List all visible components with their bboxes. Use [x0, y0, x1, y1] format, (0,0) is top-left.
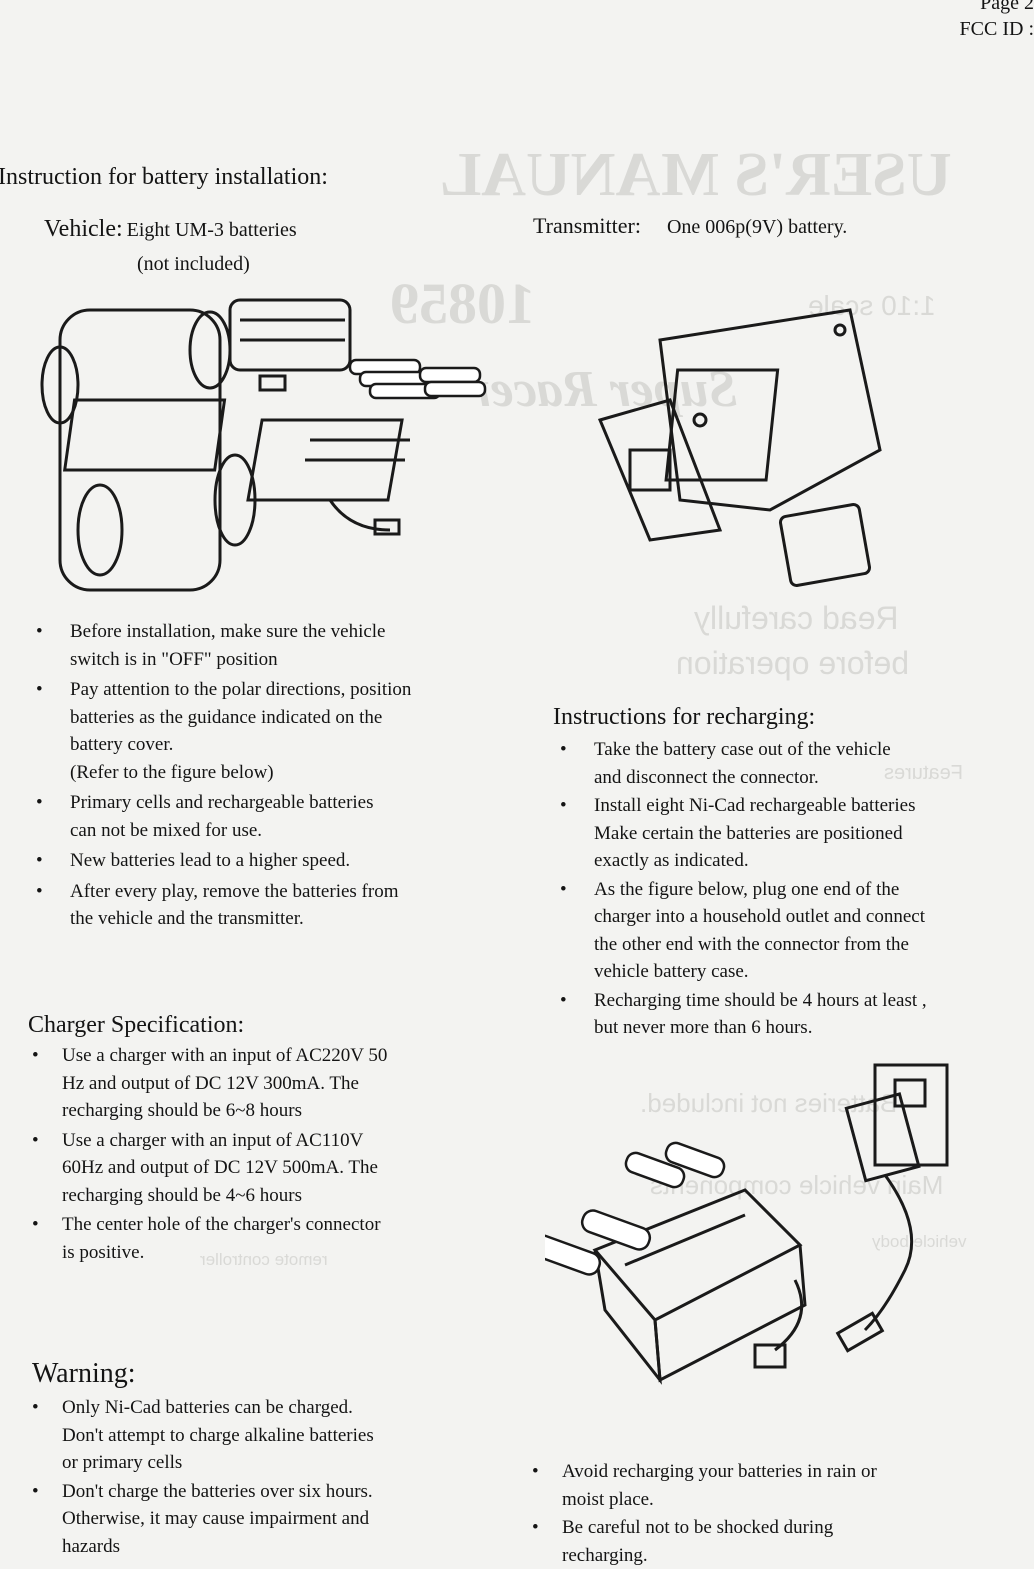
battery-install-list: Before installation, make sure the vehic…	[32, 618, 502, 933]
page-number: Page 2	[980, 0, 1034, 14]
vehicle-label: Vehicle:	[44, 216, 123, 242]
ghost-before: before operation	[676, 645, 910, 681]
ghost-read: Read carefully	[694, 600, 899, 636]
list-item: As the figure below, plug one end of the…	[556, 876, 1026, 986]
list-item: Pay attention to the polar directions, p…	[32, 676, 502, 786]
list-item: Only Ni-Cad batteries can be charged.Don…	[28, 1394, 498, 1477]
warning-heading: Warning:	[32, 1358, 136, 1389]
list-item: Before installation, make sure the vehic…	[32, 618, 502, 673]
transmitter-battery-text: One 006p(9V) battery.	[666, 216, 848, 238]
list-item: Recharging time should be 4 hours at lea…	[556, 987, 1026, 1042]
ghost-title: USER'S MANUAL	[440, 141, 952, 209]
charger-spec-heading: Charger Specification:	[28, 1012, 245, 1038]
list-item: After every play, remove the batteries f…	[32, 878, 502, 933]
recharging-heading: Instructions for recharging:	[553, 704, 816, 730]
fcc-id-label: FCC ID :	[959, 18, 1034, 40]
list-item: Don't charge the batteries over six hour…	[28, 1478, 498, 1561]
list-item: Take the battery case out of the vehicle…	[556, 736, 1026, 791]
transmitter-battery-line: Transmitter: One 006p(9V) battery.	[533, 213, 847, 239]
battery-install-heading: Instruction for battery installation:	[0, 164, 328, 190]
list-item: Install eight Ni-Cad rechargeable batter…	[556, 792, 1026, 875]
vehicle-battery-text: Eight UM-3 batteries	[126, 219, 297, 241]
charger-illustration	[545, 1063, 949, 1385]
vehicle-battery-illustration	[40, 298, 487, 592]
vehicle-battery-note: (not included)	[137, 253, 250, 275]
recharging-list: Take the battery case out of the vehicle…	[556, 736, 1026, 1042]
transmitter-label: Transmitter:	[533, 213, 641, 238]
list-item: New batteries lead to a higher speed.	[32, 847, 502, 875]
transmitter-battery-illustration	[597, 308, 882, 587]
list-item: Primary cells and rechargeable batteries…	[32, 789, 502, 844]
list-item: Be careful not to be shocked duringrecha…	[528, 1514, 1008, 1569]
list-item: The center hole of the charger's connect…	[28, 1211, 498, 1266]
warning-list: Only Ni-Cad batteries can be charged.Don…	[28, 1394, 498, 1560]
list-item: Use a charger with an input of AC110V60H…	[28, 1127, 498, 1210]
charger-spec-list: Use a charger with an input of AC220V 50…	[28, 1042, 498, 1266]
list-item: Avoid recharging your batteries in rain …	[528, 1458, 1008, 1513]
list-item: Use a charger with an input of AC220V 50…	[28, 1042, 498, 1125]
warning-right-list: Avoid recharging your batteries in rain …	[528, 1458, 1008, 1569]
vehicle-battery-line: Vehicle: Eight UM-3 batteries	[44, 216, 297, 243]
